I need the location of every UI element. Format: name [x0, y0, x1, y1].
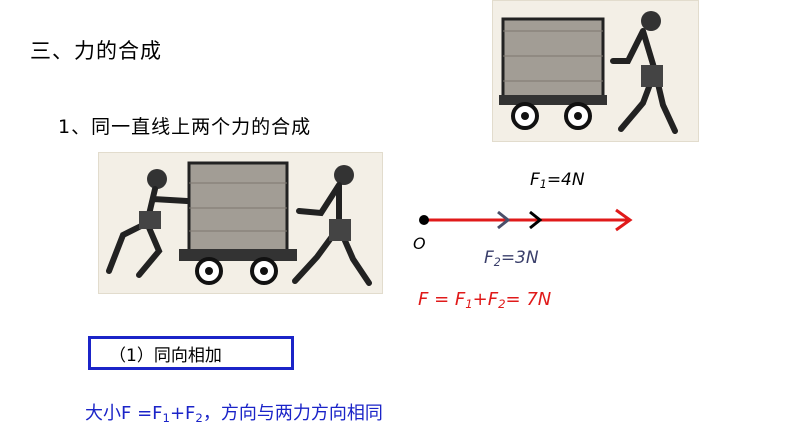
- cart-push-pull-illustration: [98, 152, 383, 294]
- f1-arrowhead: [529, 210, 543, 230]
- cart-push-illustration-top: [492, 0, 699, 142]
- force-vector-diagram: [419, 208, 633, 232]
- origin-label: O: [413, 234, 426, 253]
- origin-point: [419, 215, 429, 225]
- rule-box-same-direction: （1）同向相加: [88, 336, 294, 370]
- subtitle: 1、同一直线上两个力的合成: [58, 116, 312, 138]
- resultant-arrowhead: [615, 208, 633, 232]
- summary-text: 大小F =F1+F2，方向与两力方向相同: [85, 403, 383, 425]
- section-title: 三、力的合成: [30, 39, 162, 63]
- force-f1-label: F1=4N: [530, 170, 585, 191]
- f2-arrowhead: [497, 210, 511, 230]
- force-f2-label: F2=3N: [484, 248, 539, 269]
- resultant-formula: F = F1+F2= 7N: [418, 289, 552, 311]
